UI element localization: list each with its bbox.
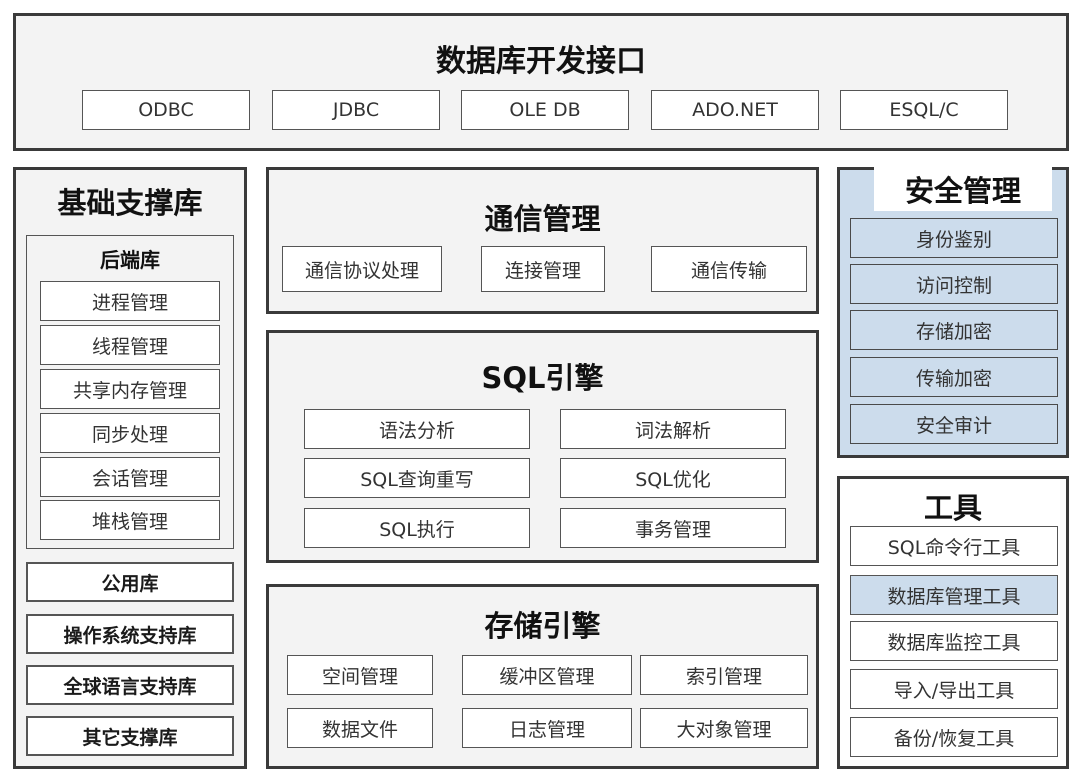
- backend-item: 线程管理: [40, 325, 220, 365]
- tools-title: 工具: [923, 491, 982, 525]
- lib-common: 公用库: [26, 562, 234, 602]
- sql-item: 语法分析: [304, 409, 530, 449]
- security-item: 访问控制: [850, 264, 1058, 304]
- storage-title: 存储引擎: [484, 609, 601, 643]
- api-title: 数据库开发接口: [436, 44, 646, 79]
- tools-item: 备份/恢复工具: [850, 717, 1058, 757]
- sql-item: 事务管理: [560, 508, 786, 548]
- storage-item: 大对象管理: [640, 708, 808, 748]
- backend-item: 共享内存管理: [40, 369, 220, 409]
- comm-item: 通信传输: [651, 246, 807, 292]
- backend-title: 后端库: [100, 248, 160, 272]
- backend-item: 会话管理: [40, 457, 220, 497]
- tools-item: SQL命令行工具: [850, 526, 1058, 566]
- backend-panel: 后端库 进程管理 线程管理 共享内存管理 同步处理 会话管理 堆栈管理: [26, 235, 234, 549]
- tools-item: 导入/导出工具: [850, 669, 1058, 709]
- storage-item: 索引管理: [640, 655, 808, 695]
- security-item: 存储加密: [850, 310, 1058, 350]
- security-item: 传输加密: [850, 357, 1058, 397]
- lib-os-support: 操作系统支持库: [26, 614, 234, 654]
- api-panel: 数据库开发接口 ODBC JDBC OLE DB ADO.NET ESQL/C: [13, 13, 1069, 151]
- tools-item-highlighted: 数据库管理工具: [850, 575, 1058, 615]
- base-title: 基础支撑库: [57, 186, 203, 220]
- api-jdbc: JDBC: [272, 90, 440, 130]
- sql-item: SQL优化: [560, 458, 786, 498]
- lib-other: 其它支撑库: [26, 716, 234, 756]
- comm-panel: 通信管理 通信协议处理 连接管理 通信传输: [266, 167, 819, 314]
- sql-item: SQL执行: [304, 508, 530, 548]
- comm-item: 通信协议处理: [282, 246, 442, 292]
- sql-item: SQL查询重写: [304, 458, 530, 498]
- comm-title: 通信管理: [484, 202, 601, 236]
- storage-item: 日志管理: [462, 708, 632, 748]
- api-adonet: ADO.NET: [651, 90, 819, 130]
- security-panel: 安全管理 身份鉴别 访问控制 存储加密 传输加密 安全审计: [837, 167, 1069, 458]
- sql-title: SQL引擎: [481, 361, 604, 395]
- backend-item: 同步处理: [40, 413, 220, 453]
- storage-item: 数据文件: [287, 708, 433, 748]
- backend-item: 进程管理: [40, 281, 220, 321]
- storage-item: 空间管理: [287, 655, 433, 695]
- base-panel: 基础支撑库 后端库 进程管理 线程管理 共享内存管理 同步处理 会话管理 堆栈管…: [13, 167, 247, 769]
- api-oledb: OLE DB: [461, 90, 629, 130]
- api-odbc: ODBC: [82, 90, 250, 130]
- backend-item: 堆栈管理: [40, 500, 220, 540]
- tools-item: 数据库监控工具: [850, 621, 1058, 661]
- security-item: 安全审计: [850, 404, 1058, 444]
- tools-panel: 工具 SQL命令行工具 数据库管理工具 数据库监控工具 导入/导出工具 备份/恢…: [837, 476, 1069, 769]
- lib-i18n-support: 全球语言支持库: [26, 665, 234, 705]
- storage-item: 缓冲区管理: [462, 655, 632, 695]
- sql-item: 词法解析: [560, 409, 786, 449]
- sql-panel: SQL引擎 语法分析 词法解析 SQL查询重写 SQL优化 SQL执行 事务管理: [266, 330, 819, 563]
- storage-panel: 存储引擎 空间管理 缓冲区管理 索引管理 数据文件 日志管理 大对象管理: [266, 584, 819, 769]
- security-item: 身份鉴别: [850, 218, 1058, 258]
- comm-item: 连接管理: [481, 246, 605, 292]
- security-title: 安全管理: [874, 167, 1052, 211]
- api-esqlc: ESQL/C: [840, 90, 1008, 130]
